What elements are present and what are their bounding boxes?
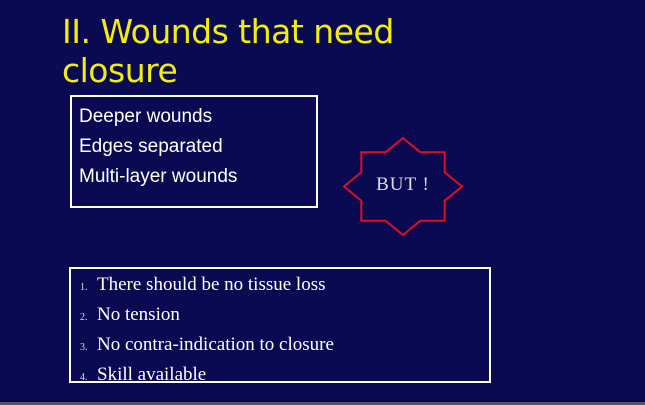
condition-item: 2. No tension [71, 304, 489, 334]
wound-type-item: Edges separated [79, 136, 223, 157]
wound-type-item: Multi-layer wounds [79, 166, 238, 187]
but-star-label: BUT ! [376, 174, 430, 195]
conditions-box: 1. There should be no tissue loss 2. No … [69, 267, 491, 385]
condition-item: 3. No contra-indication to closure [71, 334, 489, 364]
condition-number: 1. [80, 282, 88, 293]
condition-text: No tension [97, 304, 180, 325]
slide-title: II. Wounds that need closure [62, 12, 394, 90]
condition-number: 3. [80, 342, 88, 353]
wound-types-box: Deeper wounds Edges separated Multi-laye… [70, 95, 318, 208]
condition-number: 4. [80, 372, 88, 383]
condition-text: Skill available [97, 364, 207, 385]
condition-item: 4. Skill available [71, 364, 489, 394]
condition-text: There should be no tissue loss [97, 274, 326, 295]
condition-number: 2. [80, 312, 88, 323]
condition-text: No contra-indication to closure [97, 334, 334, 355]
condition-item: 1. There should be no tissue loss [71, 274, 489, 304]
bottom-edge-bar [0, 402, 645, 405]
wound-type-item: Deeper wounds [79, 106, 213, 127]
